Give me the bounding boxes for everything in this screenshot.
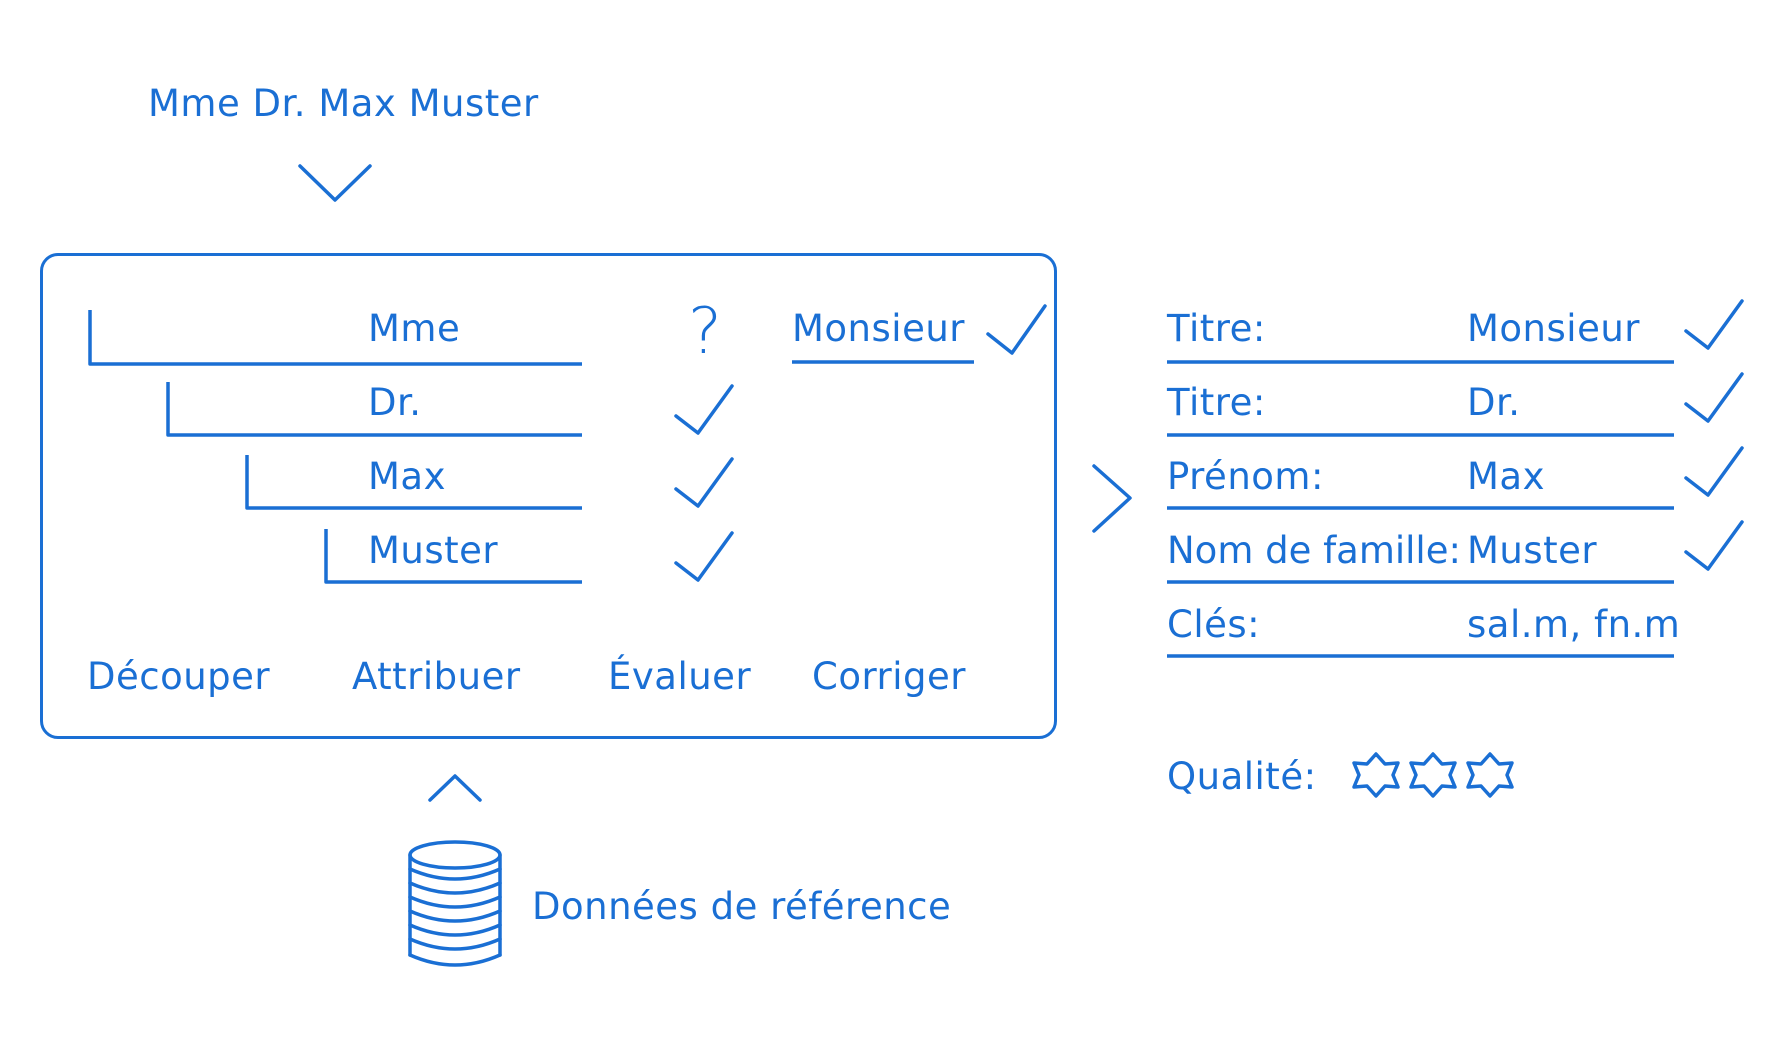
bracket-max [245, 455, 582, 510]
check-icon [674, 457, 734, 508]
question-mark: ? [688, 295, 723, 369]
chevron-right-icon [1092, 464, 1132, 533]
result-value: Dr. [1467, 381, 1521, 424]
step-label-decouper: Découper [87, 655, 271, 698]
quality-label: Qualité: [1167, 755, 1317, 798]
processing-box [40, 253, 1057, 739]
result-key: Titre: [1167, 307, 1266, 350]
result-value: Muster [1467, 529, 1598, 572]
database-icon [408, 840, 502, 967]
star-icon [1409, 752, 1457, 798]
check-icon [1684, 372, 1744, 423]
result-value: sal.m, fn.m [1467, 603, 1681, 646]
check-icon [1684, 520, 1744, 571]
result-key: Prénom: [1167, 455, 1324, 498]
star-icon [1466, 752, 1514, 798]
input-name: Mme Dr. Max Muster [148, 82, 539, 125]
step-label-attribuer: Attribuer [352, 655, 521, 698]
step-label-corriger: Corriger [812, 655, 966, 698]
bracket-mme [88, 310, 582, 366]
result-key: Clés: [1167, 603, 1261, 646]
segment-label: Mme [368, 307, 461, 350]
quality-stars [1352, 752, 1514, 798]
result-value: Monsieur [1467, 307, 1640, 350]
check-icon [674, 531, 734, 582]
check-icon [674, 384, 734, 435]
star-icon [1352, 752, 1400, 798]
segment-label: Dr. [368, 381, 422, 424]
step-label-evaluer: Évaluer [608, 655, 752, 698]
reference-data-label: Données de référence [532, 885, 952, 928]
segment-brackets [88, 310, 582, 584]
correction-label: Monsieur [792, 307, 965, 350]
bracket-muster [324, 529, 582, 584]
bracket-dr [166, 382, 582, 437]
chevron-down-icon [298, 164, 372, 202]
check-icon [1684, 299, 1744, 350]
check-icon [986, 304, 1047, 355]
result-underlines [1167, 360, 1674, 658]
result-key: Titre: [1167, 381, 1266, 424]
segment-label: Max [368, 455, 446, 498]
result-key: Nom de famille: [1167, 529, 1461, 572]
chevron-up-icon [428, 774, 482, 802]
segment-label: Muster [368, 529, 499, 572]
check-icon [1684, 446, 1744, 497]
result-value: Max [1467, 455, 1545, 498]
